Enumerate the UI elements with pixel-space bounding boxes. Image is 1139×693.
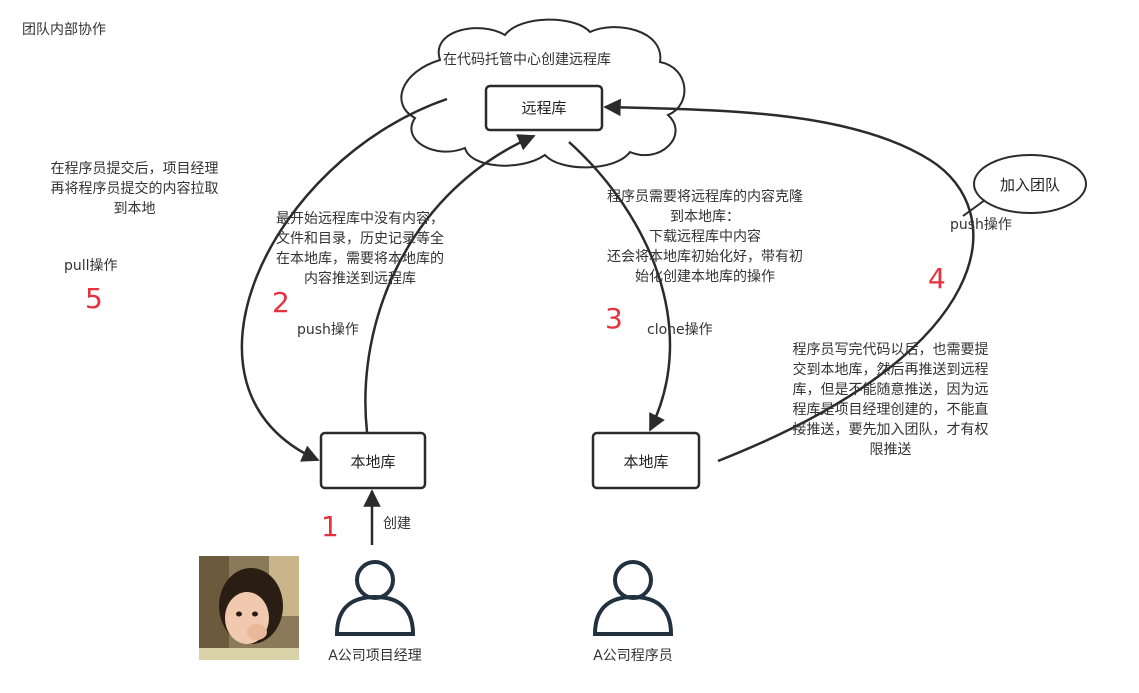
local-repo-manager-label: 本地库 [350,453,396,471]
step-number-5: 5 [85,282,103,315]
step-2-action: push操作 [297,322,359,338]
remote-repo-label: 远程库 [521,99,567,117]
step-1-action: 创建 [383,516,411,532]
step-number-1: 1 [321,510,339,543]
step-3-action: clone操作 [647,322,713,338]
person-icon [592,560,674,636]
arrow-pull [240,97,448,462]
step-5-note: 在程序员提交后，项目经理 再将程序员提交的内容拉取 到本地 [50,161,219,217]
step-number-2: 2 [272,286,290,319]
step-3-note: 程序员需要将远程库的内容克隆 到本地库： 下载远程库中内容 还会将本地库初始化好… [607,189,803,285]
local-repo-manager-box [319,431,427,490]
step-2-note: 最开始远程库中没有内容， 文件和目录，历史记录等全 在本地库，需要将本地库的 内… [276,211,444,287]
step-number-3: 3 [605,302,623,335]
person-icon [334,560,416,636]
join-team-bubble-tail [962,199,986,217]
join-team-bubble [973,154,1087,214]
page-title: 团队内部协作 [22,22,106,38]
join-team-label: 加入团队 [999,176,1060,194]
step-4-action: push操作 [950,217,1012,233]
cloud-label: 在代码托管中心创建远程库 [443,52,611,68]
local-repo-programmer-box [591,431,701,490]
step-4-note: 程序员写完代码以后，也需要提 交到本地库，然后再推送到远程 库，但是不能随意推送… [792,342,989,458]
remote-repo-box [484,84,604,132]
child-photo [199,556,299,660]
arrow-clone [568,141,672,432]
actor-programmer-label: A公司程序员 [593,648,673,664]
local-repo-programmer-label: 本地库 [623,453,669,471]
arrow-push-programmer [603,98,975,463]
step-number-4: 4 [928,262,946,295]
arrow-push-manager [364,134,536,433]
actor-manager-label: A公司项目经理 [328,648,422,664]
step-5-action: pull操作 [64,258,118,274]
